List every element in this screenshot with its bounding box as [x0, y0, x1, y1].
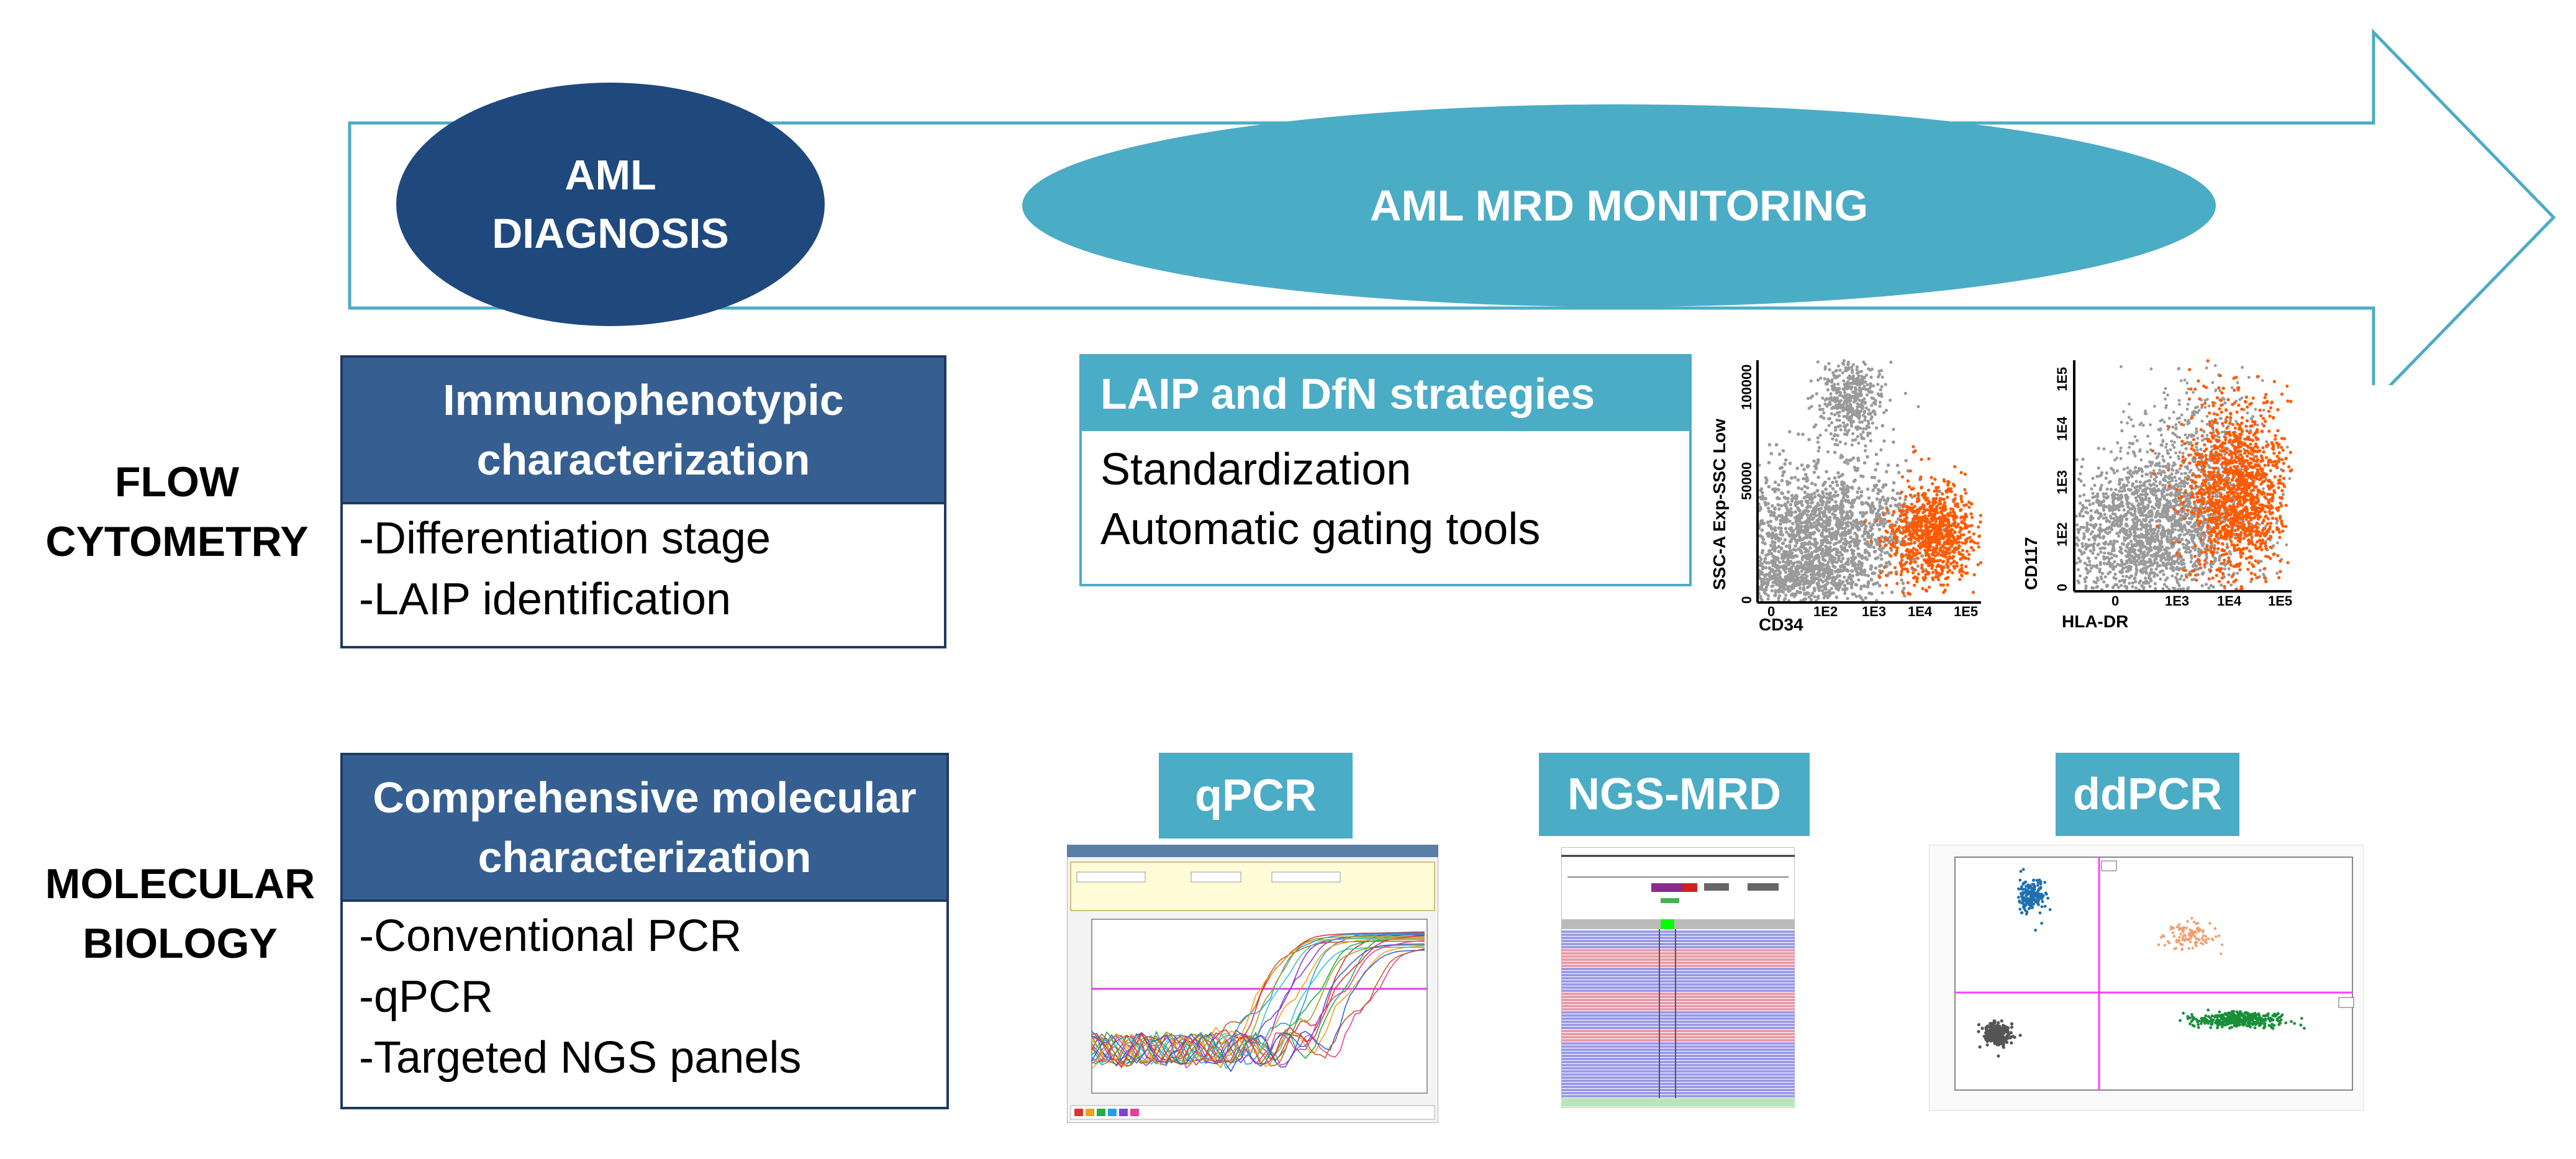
- molecular-header: Comprehensive molecular characterization: [343, 755, 946, 902]
- plot1-xtick: 1E3: [1862, 604, 1886, 619]
- amplification-curves: [1091, 931, 1425, 1073]
- droplet-clusters: [1977, 868, 2306, 1058]
- orange-population: [2151, 359, 2293, 592]
- plot2-ylabel: CD117: [2021, 537, 2041, 590]
- plot2-ytick: 1E2: [2054, 522, 2070, 547]
- flow-cytometry-label: FLOW CYTOMETRY: [45, 458, 309, 565]
- gray-population: [1757, 359, 1956, 603]
- mrd-monitoring-label: AML MRD MONITORING: [1369, 181, 1869, 230]
- ddpcr-cluster-plot-thumbnail: [1929, 845, 2364, 1111]
- immunophenotypic-box: Immunophenotypic characterization -Diffe…: [340, 355, 946, 648]
- plot1-xlabel: CD34: [1759, 615, 1803, 634]
- qpcr-amplification-thumbnail: [1067, 845, 1438, 1123]
- list-item: -LAIP identification: [359, 575, 732, 624]
- well-color-legend: [1074, 1109, 1139, 1116]
- plot1-ytick: 50000: [1739, 462, 1754, 500]
- plot1-xtick: 1E2: [1813, 604, 1838, 619]
- immunophenotypic-header: Immunophenotypic characterization: [343, 358, 944, 504]
- plot1-xtick: 1E4: [1908, 604, 1933, 619]
- list-item: -Targeted NGS panels: [359, 1033, 802, 1083]
- plot2-xtick: 0: [2111, 593, 2119, 609]
- plot2-ytick: 1E3: [2054, 470, 2070, 494]
- flow-plot-cd34: SSC-A Exp-SSC Low CD34 0 50000 100000 0 …: [1710, 359, 1983, 634]
- molecular-items: -Conventional PCR -qPCR -Targeted NGS pa…: [343, 902, 946, 1088]
- plot2-ytick: 1E5: [2054, 367, 2070, 391]
- diagnosis-ellipse: AML DIAGNOSIS: [396, 83, 825, 326]
- molecular-biology-label: MOLECULAR BIOLOGY: [45, 860, 315, 967]
- ddpcr-tag: ddPCR: [2056, 753, 2239, 836]
- ngs-mrd-alignment-thumbnail: [1561, 847, 1795, 1108]
- mrd-monitoring-ellipse: AML MRD MONITORING: [1022, 104, 2216, 307]
- list-item: -qPCR: [359, 972, 494, 1022]
- plot2-ytick: 1E4: [2054, 416, 2070, 441]
- molecular-characterization-box: Comprehensive molecular characterization…: [340, 753, 949, 1109]
- plot1-ytick: 100000: [1739, 365, 1754, 410]
- laip-dfn-items: Standardization Automatic gating tools: [1082, 431, 1689, 559]
- diagnosis-label-line2: DIAGNOSIS: [492, 210, 729, 257]
- immunophenotypic-items: -Differentiation stage -LAIP identificat…: [343, 504, 944, 630]
- plot2-xtick: 1E3: [2165, 593, 2189, 609]
- plot1-xtick: 0: [1767, 604, 1775, 619]
- orange-population: [1863, 445, 1983, 596]
- plot1-ytick: 0: [1739, 596, 1754, 604]
- list-item: -Differentiation stage: [359, 514, 771, 563]
- ngs-mrd-tag: NGS-MRD: [1539, 753, 1810, 836]
- plot1-xtick: 1E5: [1954, 604, 1978, 619]
- laip-dfn-box: LAIP and DfN strategies Standardization …: [1079, 354, 1692, 586]
- list-item: -Conventional PCR: [359, 911, 742, 961]
- gray-population: [2074, 364, 2292, 592]
- sequencing-reads: [1561, 930, 1795, 1098]
- qpcr-tag: qPCR: [1159, 753, 1353, 839]
- plot2-xtick: 1E4: [2217, 593, 2242, 609]
- plot2-xtick: 1E5: [2268, 593, 2292, 609]
- laip-dfn-header: LAIP and DfN strategies: [1082, 357, 1689, 431]
- plot2-ytick: 0: [2054, 584, 2070, 591]
- plot1-ylabel: SSC-A Exp-SSC Low: [1710, 419, 1729, 590]
- diagnosis-label-line1: AML: [565, 152, 656, 199]
- plot2-xlabel: HLA-DR: [2062, 612, 2128, 631]
- list-item: Standardization: [1100, 445, 1412, 494]
- list-item: Automatic gating tools: [1100, 504, 1541, 554]
- flow-plot-hla-dr: CD117 HLA-DR 0 1E2 1E3 1E4 1E5 0 1E3 1E4…: [2021, 359, 2293, 631]
